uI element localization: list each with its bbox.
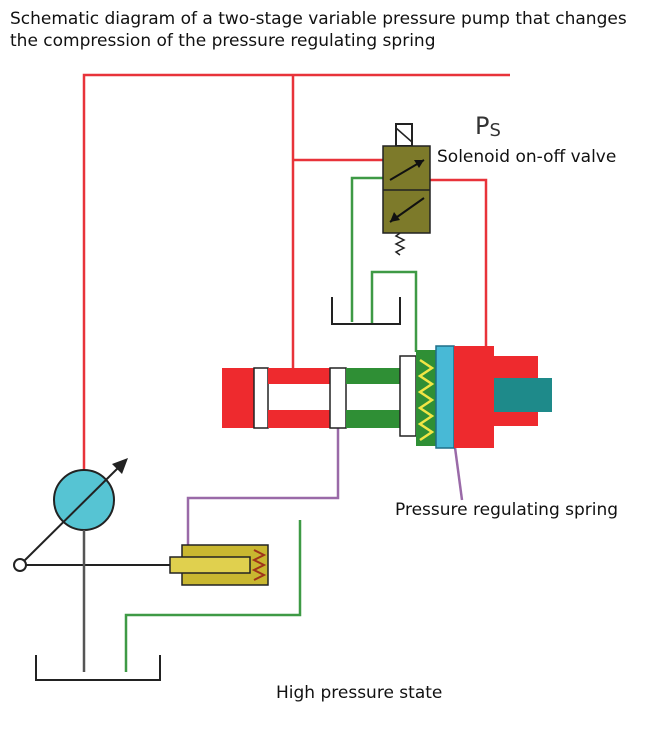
upper-tank	[331, 297, 401, 325]
valve-return-spring	[394, 232, 406, 256]
piston-head	[169, 556, 251, 574]
variable-pump	[13, 458, 172, 672]
stroke-piston	[169, 544, 269, 586]
piston-rod	[494, 378, 552, 412]
pressure-spring-label: Pressure regulating spring	[395, 500, 619, 520]
regulating-spring	[417, 358, 435, 442]
ps-subscript-text: S	[489, 120, 501, 141]
valve-drain-line	[350, 176, 383, 322]
pump-body	[53, 469, 115, 531]
regulator-piston	[454, 346, 494, 448]
valve-to-regulator-line	[430, 178, 488, 348]
pump-drain-line	[124, 520, 302, 672]
pump-variable-arrow	[19, 463, 123, 566]
pressure-lines	[82, 73, 510, 478]
ps-main-text: P	[475, 112, 490, 140]
diagram-title: Schematic diagram of a two-stage variabl…	[10, 9, 627, 51]
piston-spring	[251, 549, 267, 581]
regulator-drain-line	[370, 270, 418, 352]
regulating-valve	[222, 345, 552, 449]
tank-lines	[124, 176, 418, 672]
spool-land	[329, 367, 347, 429]
tanks	[35, 297, 401, 681]
pressure-setting-label: PS	[475, 112, 501, 141]
lower-tank	[35, 655, 161, 681]
spool-to-piston-line	[186, 428, 340, 550]
pump-outlet-line	[82, 73, 510, 478]
solenoid-valve	[382, 123, 431, 256]
spool-green-land	[399, 355, 417, 437]
spool-end-red	[222, 368, 254, 428]
solenoid-valve-label: Solenoid on-off valve	[437, 147, 617, 167]
state-label: High pressure state	[276, 683, 443, 703]
spring-seat	[435, 345, 455, 449]
spool-sleeve-left	[253, 367, 269, 429]
pump-pivot	[13, 558, 27, 572]
